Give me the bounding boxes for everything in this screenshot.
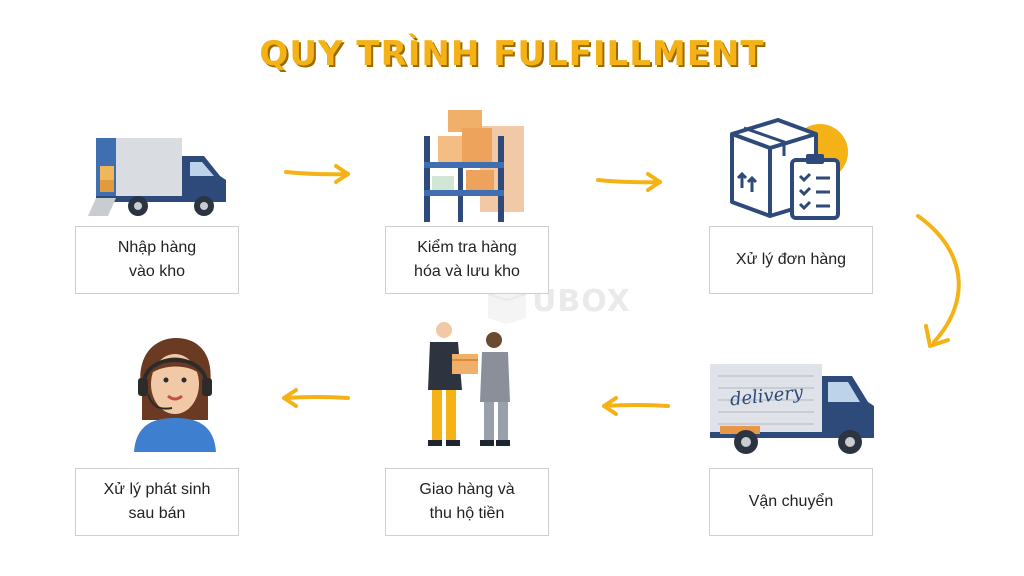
arrow-left-icon [602, 396, 670, 416]
delivery-van-icon: delivery [710, 364, 874, 454]
step-label-line1: Xử lý phát sinh [103, 481, 211, 498]
step-label-line1: Xử lý đơn hàng [735, 251, 847, 268]
box-clipboard-icon [730, 118, 848, 220]
page-title: QUY TRÌNH FULFILLMENT [259, 34, 765, 74]
arrow-right-icon [284, 164, 350, 184]
step-label-line2: thu hộ tiền [429, 505, 505, 522]
support-agent-icon [134, 338, 216, 452]
arrow-right-icon [596, 172, 662, 192]
step-label-line1: Giao hàng và [419, 481, 515, 498]
step-label-line2: vào kho [128, 263, 186, 280]
delivery-truck-icon [88, 138, 226, 216]
ubox-logo-icon [487, 288, 527, 324]
step-box-after-sales: Xử lý phát sinh sau bán [75, 468, 239, 536]
step-label-line2: sau bán [128, 505, 186, 522]
arrow-curve-down-icon [916, 214, 961, 348]
step-box-inspect-store: Kiểm tra hàng hóa và lưu kho [385, 226, 549, 294]
step-label-line2: hóa và lưu kho [414, 263, 520, 280]
step-box-delivery-cod: Giao hàng và thu hộ tiền [385, 468, 549, 536]
step-label-line1: Kiểm tra hàng [417, 239, 517, 256]
step-box-import: Nhập hàng vào kho [75, 226, 239, 294]
arrow-left-icon [282, 388, 350, 408]
step-box-shipping: Vận chuyển [709, 468, 873, 536]
step-label-line1: Vận chuyển [748, 493, 834, 510]
step-box-order-processing: Xử lý đơn hàng [709, 226, 873, 294]
handover-people-icon [428, 322, 510, 446]
step-label-line1: Nhập hàng [117, 239, 197, 256]
warehouse-shelf-icon [424, 110, 524, 222]
